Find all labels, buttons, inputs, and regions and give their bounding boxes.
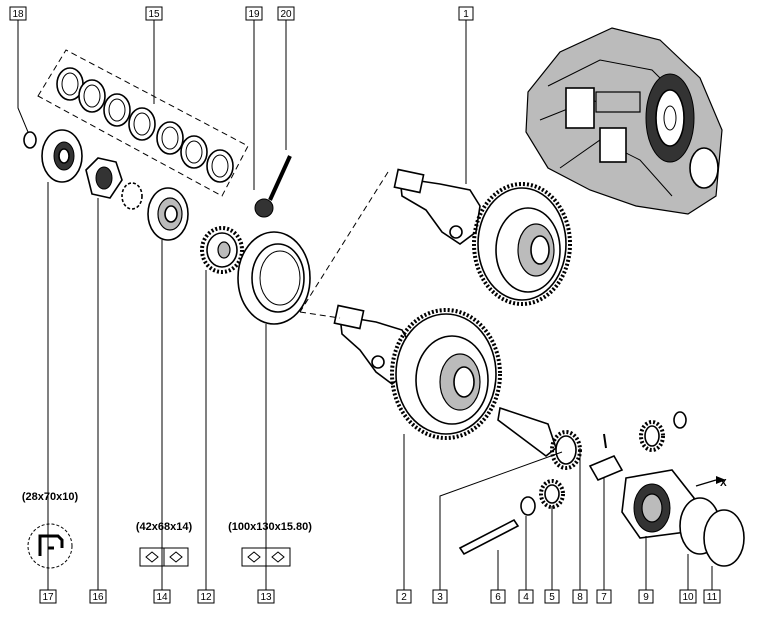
gearbox-housing-illustration (525, 27, 723, 215)
washer-set-15 (37, 49, 249, 197)
svg-text:14: 14 (156, 592, 168, 603)
callout-3: 3 (432, 589, 448, 604)
seal-symbol-17 (27, 523, 73, 569)
nut-16-part (85, 157, 123, 199)
shaft-3-part (497, 406, 582, 470)
gear-5-part (539, 479, 565, 509)
circlip-11-part (703, 509, 745, 567)
svg-text:7: 7 (601, 592, 607, 603)
svg-text:15: 15 (148, 9, 160, 20)
svg-text:8: 8 (577, 592, 583, 603)
svg-text:20: 20 (280, 9, 292, 20)
differential-lower-assembly (333, 304, 502, 440)
bearing-14-dimension: (42x68x14) (136, 521, 193, 533)
callout-7: 7 (596, 589, 612, 604)
bearing-symbol-14 (139, 547, 189, 567)
cage-9-part (621, 469, 695, 539)
axis-centerline (299, 171, 389, 313)
svg-text:6: 6 (495, 592, 501, 603)
callout-15: 15 (145, 6, 163, 21)
seal-17-part (41, 129, 83, 183)
svg-text:11: 11 (707, 592, 718, 603)
bearing-14-part (147, 187, 189, 241)
svg-text:1: 1 (463, 9, 469, 20)
callout-5: 5 (544, 589, 560, 604)
callout-8: 8 (572, 589, 588, 604)
svg-text:13: 13 (260, 592, 272, 603)
callout-16: 16 (89, 589, 107, 604)
bearing-13-dimension: (100x130x15.80) (228, 521, 312, 533)
spacer-7-part (588, 454, 624, 482)
callout-18: 18 (9, 6, 27, 21)
bearing-13-part (237, 231, 311, 325)
callout-12: 12 (197, 589, 215, 604)
svg-text:19: 19 (248, 9, 260, 20)
callout-2: 2 (396, 589, 412, 604)
callout-1: 1 (458, 6, 474, 21)
callout-17: 17 (39, 589, 57, 604)
pin-6-part (458, 518, 520, 556)
svg-text:17: 17 (42, 592, 54, 603)
washer-4-part (520, 496, 536, 516)
axis-x-label: X (720, 478, 727, 489)
lock-washer-part (121, 182, 143, 210)
callout-6: 6 (490, 589, 506, 604)
seal-17-dimension: (28x70x10) (22, 491, 79, 503)
svg-text:10: 10 (682, 592, 694, 603)
callout-11: 11 (703, 589, 721, 604)
leader-lines (17, 20, 713, 590)
callout-10: 10 (679, 589, 697, 604)
axis-x-marker: X (695, 476, 727, 489)
svg-text:3: 3 (437, 592, 443, 603)
callout-19: 19 (245, 6, 263, 21)
pinion-19-part (254, 155, 292, 218)
svg-text:9: 9 (643, 592, 649, 603)
callout-14: 14 (153, 589, 171, 604)
svg-text:2: 2 (401, 592, 407, 603)
svg-text:4: 4 (523, 592, 529, 603)
svg-text:12: 12 (200, 592, 212, 603)
callout-4: 4 (518, 589, 534, 604)
svg-text:18: 18 (12, 9, 24, 20)
bevel-gear-12-part (200, 226, 244, 274)
differential-upper-assembly (393, 168, 572, 306)
circlip-18 (23, 131, 37, 149)
callout-20: 20 (277, 6, 295, 21)
callout-9: 9 (638, 589, 654, 604)
svg-text:5: 5 (549, 592, 555, 603)
planet-gear-part (639, 411, 687, 452)
roll-pin-8-part (603, 433, 607, 449)
svg-text:16: 16 (92, 592, 104, 603)
callout-13: 13 (257, 589, 275, 604)
